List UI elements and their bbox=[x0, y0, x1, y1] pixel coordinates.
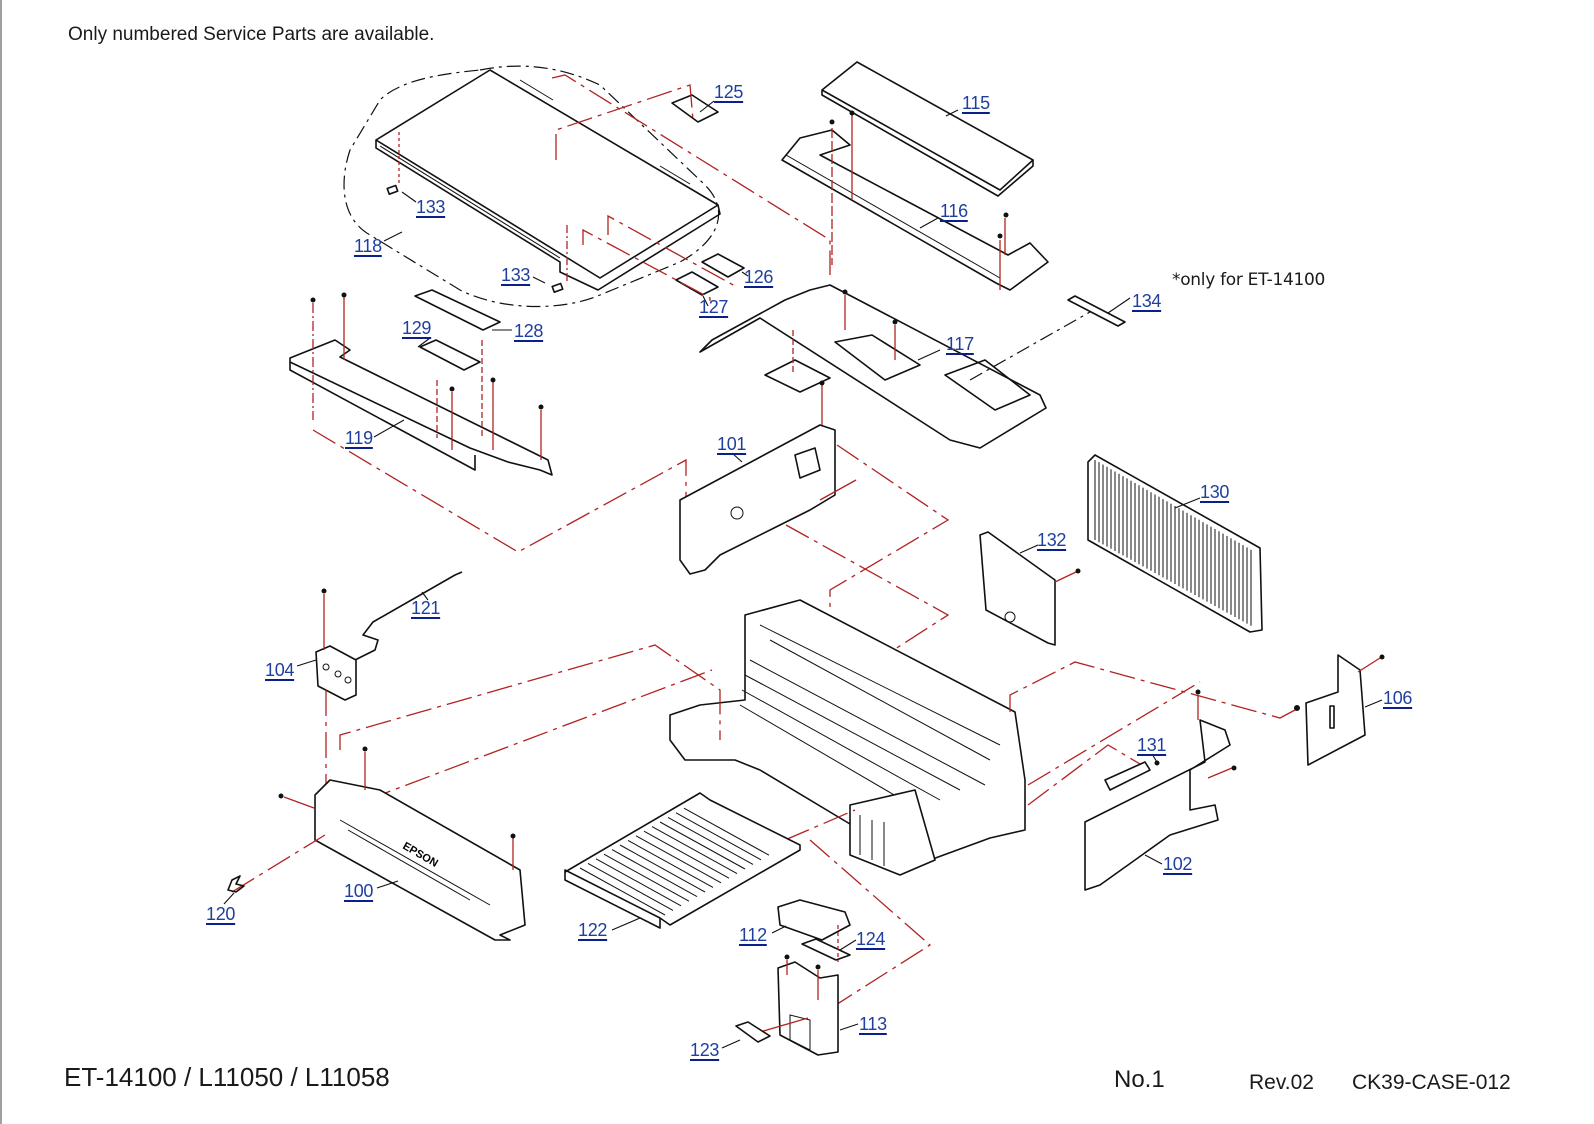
part-link-101[interactable]: 101 bbox=[717, 434, 747, 454]
page-border bbox=[0, 0, 2, 1124]
part-128-sheet bbox=[414, 289, 501, 331]
sheet-number: No.1 bbox=[1114, 1066, 1165, 1093]
part-link-122[interactable]: 122 bbox=[578, 920, 608, 940]
drawing-code: CK39-CASE-012 bbox=[1352, 1071, 1511, 1094]
part-link-126[interactable]: 126 bbox=[744, 267, 774, 287]
part-link-133[interactable]: 133 bbox=[416, 197, 446, 217]
rib-line bbox=[651, 826, 738, 875]
part-113-cover bbox=[777, 961, 839, 1056]
part-133-pad bbox=[386, 184, 399, 195]
part-link-116[interactable]: 116 bbox=[940, 201, 968, 221]
rib-line bbox=[603, 853, 690, 902]
part-link-133[interactable]: 133 bbox=[501, 265, 531, 285]
part-link-128[interactable]: 128 bbox=[514, 321, 544, 341]
part-link-117[interactable]: 117 bbox=[946, 334, 974, 354]
assembly-boundary-118 bbox=[343, 65, 720, 308]
part-link-131[interactable]: 131 bbox=[1137, 735, 1167, 755]
rib-line bbox=[683, 807, 770, 856]
printer-mechanism bbox=[669, 599, 1026, 876]
part-120-clip bbox=[227, 875, 245, 893]
rib-line bbox=[587, 862, 674, 911]
part-link-134[interactable]: 134 bbox=[1132, 291, 1162, 311]
part-link-120[interactable]: 120 bbox=[206, 904, 236, 924]
part-link-130[interactable]: 130 bbox=[1200, 482, 1230, 502]
part-link-106[interactable]: 106 bbox=[1383, 688, 1413, 708]
part-123-label bbox=[735, 1021, 771, 1043]
part-112-cover bbox=[777, 899, 851, 941]
part-link-118[interactable]: 118 bbox=[354, 236, 382, 256]
part-126-sheet bbox=[701, 253, 745, 278]
rib-line bbox=[643, 830, 730, 879]
part-link-129[interactable]: 129 bbox=[402, 318, 432, 338]
part-132-cover bbox=[979, 531, 1056, 646]
part-link-112[interactable]: 112 bbox=[739, 925, 767, 945]
part-link-100[interactable]: 100 bbox=[344, 881, 374, 901]
model-names: ET-14100 / L11050 / L11058 bbox=[64, 1062, 390, 1092]
part-link-124[interactable]: 124 bbox=[856, 929, 886, 949]
part-122-tray bbox=[564, 792, 801, 929]
part-link-123[interactable]: 123 bbox=[690, 1040, 720, 1060]
rib-line bbox=[611, 849, 698, 898]
part-104-control-panel bbox=[315, 645, 357, 701]
part-134-label bbox=[1067, 295, 1126, 327]
part-102-housing bbox=[1084, 719, 1231, 891]
part-118-scanner-cover bbox=[375, 69, 721, 291]
part-129-sheet bbox=[419, 339, 481, 371]
rib-line bbox=[659, 821, 746, 870]
revision: Rev.02 bbox=[1249, 1071, 1314, 1094]
part-116-frame bbox=[781, 129, 1049, 291]
part-127-sheet bbox=[675, 271, 719, 296]
model-footnote: *only for ET-14100 bbox=[1172, 270, 1326, 290]
rib-line bbox=[635, 835, 722, 884]
part-link-132[interactable]: 132 bbox=[1037, 530, 1067, 550]
part-link-119[interactable]: 119 bbox=[345, 428, 373, 448]
part-130-rear-panel bbox=[1087, 454, 1263, 633]
service-parts-notice: Only numbered Service Parts are availabl… bbox=[68, 24, 435, 45]
part-106-cover bbox=[1305, 654, 1366, 766]
part-link-115[interactable]: 115 bbox=[962, 93, 990, 113]
rib-line bbox=[579, 867, 666, 916]
rib-line bbox=[627, 839, 714, 888]
part-133-pad bbox=[551, 282, 564, 293]
rib-line bbox=[595, 858, 682, 907]
part-101-housing bbox=[679, 424, 836, 575]
part-124-sheet bbox=[801, 938, 851, 961]
part-link-102[interactable]: 102 bbox=[1163, 854, 1193, 874]
part-link-125[interactable]: 125 bbox=[714, 82, 744, 102]
leader-lines bbox=[223, 100, 1383, 1049]
part-link-127[interactable]: 127 bbox=[699, 297, 729, 317]
part-100-front-cover: EPSON bbox=[314, 779, 526, 941]
part-link-104[interactable]: 104 bbox=[265, 660, 295, 680]
rib-line bbox=[619, 844, 706, 893]
part-125-sheet bbox=[671, 94, 719, 123]
part-119-frame bbox=[289, 339, 553, 476]
part-link-113[interactable]: 113 bbox=[859, 1014, 887, 1034]
part-117-scanner-housing bbox=[699, 284, 1047, 449]
part-link-121[interactable]: 121 bbox=[411, 598, 441, 618]
part-115-cover bbox=[821, 61, 1034, 197]
part-121-cable bbox=[354, 571, 463, 661]
rib-line bbox=[675, 812, 762, 861]
rib-line bbox=[667, 816, 754, 865]
